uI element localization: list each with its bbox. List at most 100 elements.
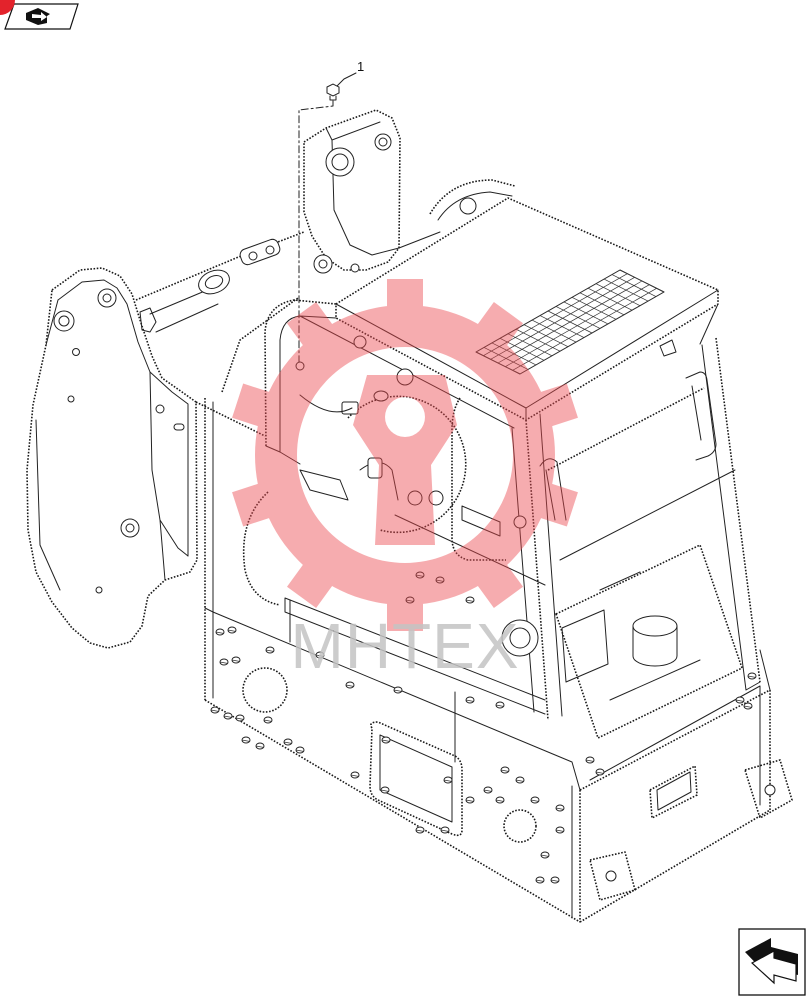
logo-gear-tooth	[473, 302, 524, 351]
bolt	[535, 876, 545, 884]
bolt	[227, 626, 237, 634]
vent-grid-line	[497, 280, 643, 364]
mid-rail	[394, 514, 546, 586]
access-door-inner	[379, 734, 453, 823]
assembly-centerline	[298, 100, 334, 367]
callout-label: 1	[357, 59, 364, 74]
bolt	[345, 681, 355, 689]
vent-grid-line	[512, 288, 657, 371]
cab-grip	[539, 458, 567, 521]
chassis	[195, 398, 793, 923]
bolt	[465, 596, 475, 604]
bolt	[465, 696, 475, 704]
logo-gear-tooth	[534, 481, 578, 527]
connector	[367, 457, 383, 479]
chassis-right-inner	[589, 649, 771, 806]
logo-gear-tooth	[232, 481, 276, 527]
rear-tower-outline	[303, 109, 401, 271]
grab-handle	[685, 371, 717, 461]
bolt-shank	[329, 95, 337, 101]
tie-down-hole	[605, 870, 617, 882]
bolt	[380, 786, 390, 794]
logo-emblem-eye	[385, 397, 425, 437]
rear-top-edge	[135, 231, 305, 301]
tower-hole	[350, 263, 360, 273]
front-frame-left-outer	[264, 299, 337, 447]
logo-gear-tooth	[473, 559, 524, 608]
bolt	[231, 656, 241, 664]
pivot-hole-inner	[58, 315, 70, 327]
bolt	[210, 706, 220, 714]
bolt	[215, 628, 225, 636]
bolt	[235, 714, 245, 722]
bolt	[595, 768, 605, 776]
access-hole	[242, 667, 288, 713]
roof-latch	[659, 339, 677, 357]
bracket-hole	[265, 245, 275, 255]
side-lower-rail	[559, 469, 736, 561]
arrow-shape	[32, 12, 47, 21]
bolt	[743, 702, 753, 710]
bolt	[350, 771, 360, 779]
bolt	[747, 672, 757, 680]
rear-fender-inner	[437, 191, 513, 221]
bolt	[241, 736, 251, 744]
mount-hole	[95, 586, 103, 594]
fitting	[513, 515, 527, 529]
fitting	[428, 490, 444, 506]
lever-bracket	[299, 469, 349, 501]
bolt	[443, 776, 453, 784]
logo-gear-tooth	[286, 302, 337, 351]
book-arrow-icon[interactable]	[0, 0, 79, 30]
logo-gear-tooth	[387, 597, 423, 631]
slot	[173, 423, 185, 431]
chassis-front-top	[204, 607, 581, 791]
bolt	[295, 746, 305, 754]
bolt	[585, 756, 595, 764]
rear-post-outer	[715, 337, 761, 683]
mount-hole	[155, 404, 165, 414]
engine-side-panel	[221, 297, 299, 393]
tower-hole-inner	[378, 137, 388, 147]
rear-bracket	[239, 238, 281, 266]
bolt-group	[210, 571, 757, 884]
bolt	[263, 716, 273, 724]
rear-fender	[429, 179, 516, 215]
bolt	[735, 696, 745, 704]
step-cylinder-top	[632, 615, 678, 637]
bolt	[219, 658, 229, 666]
tie-down-hole	[764, 784, 776, 796]
bolt	[483, 786, 493, 794]
axle-tube	[149, 287, 219, 333]
leader-line	[336, 72, 357, 87]
bolt	[555, 826, 565, 834]
tie-down-right	[744, 759, 793, 819]
bolt-hole	[295, 361, 305, 371]
fender-hole	[459, 197, 477, 215]
side-upper-rail	[547, 387, 705, 471]
cab-floor	[501, 544, 743, 739]
loader-tower-face	[35, 299, 189, 591]
next-page-arrow-icon[interactable]	[738, 928, 806, 996]
bolt	[495, 701, 505, 709]
vent-grid-line	[519, 291, 665, 375]
bolt	[495, 796, 505, 804]
loader-tower-outline	[26, 267, 198, 649]
wheel-well-arc	[242, 491, 281, 606]
rear-tower	[303, 109, 516, 274]
bolt	[415, 826, 425, 834]
rear-cross-member	[135, 231, 305, 393]
bolt	[530, 796, 540, 804]
bolt-part-1	[326, 83, 340, 101]
chassis-left-rim	[195, 401, 266, 437]
drive-motor-hub	[509, 627, 531, 649]
pedal-linkage	[599, 571, 701, 701]
bolt	[435, 576, 445, 584]
bolt	[223, 712, 233, 720]
front-post-right-outer	[525, 419, 549, 721]
bolt	[440, 826, 450, 834]
chassis-right-top	[579, 689, 771, 791]
tail-light-lens	[204, 274, 224, 290]
fitting	[373, 390, 389, 402]
